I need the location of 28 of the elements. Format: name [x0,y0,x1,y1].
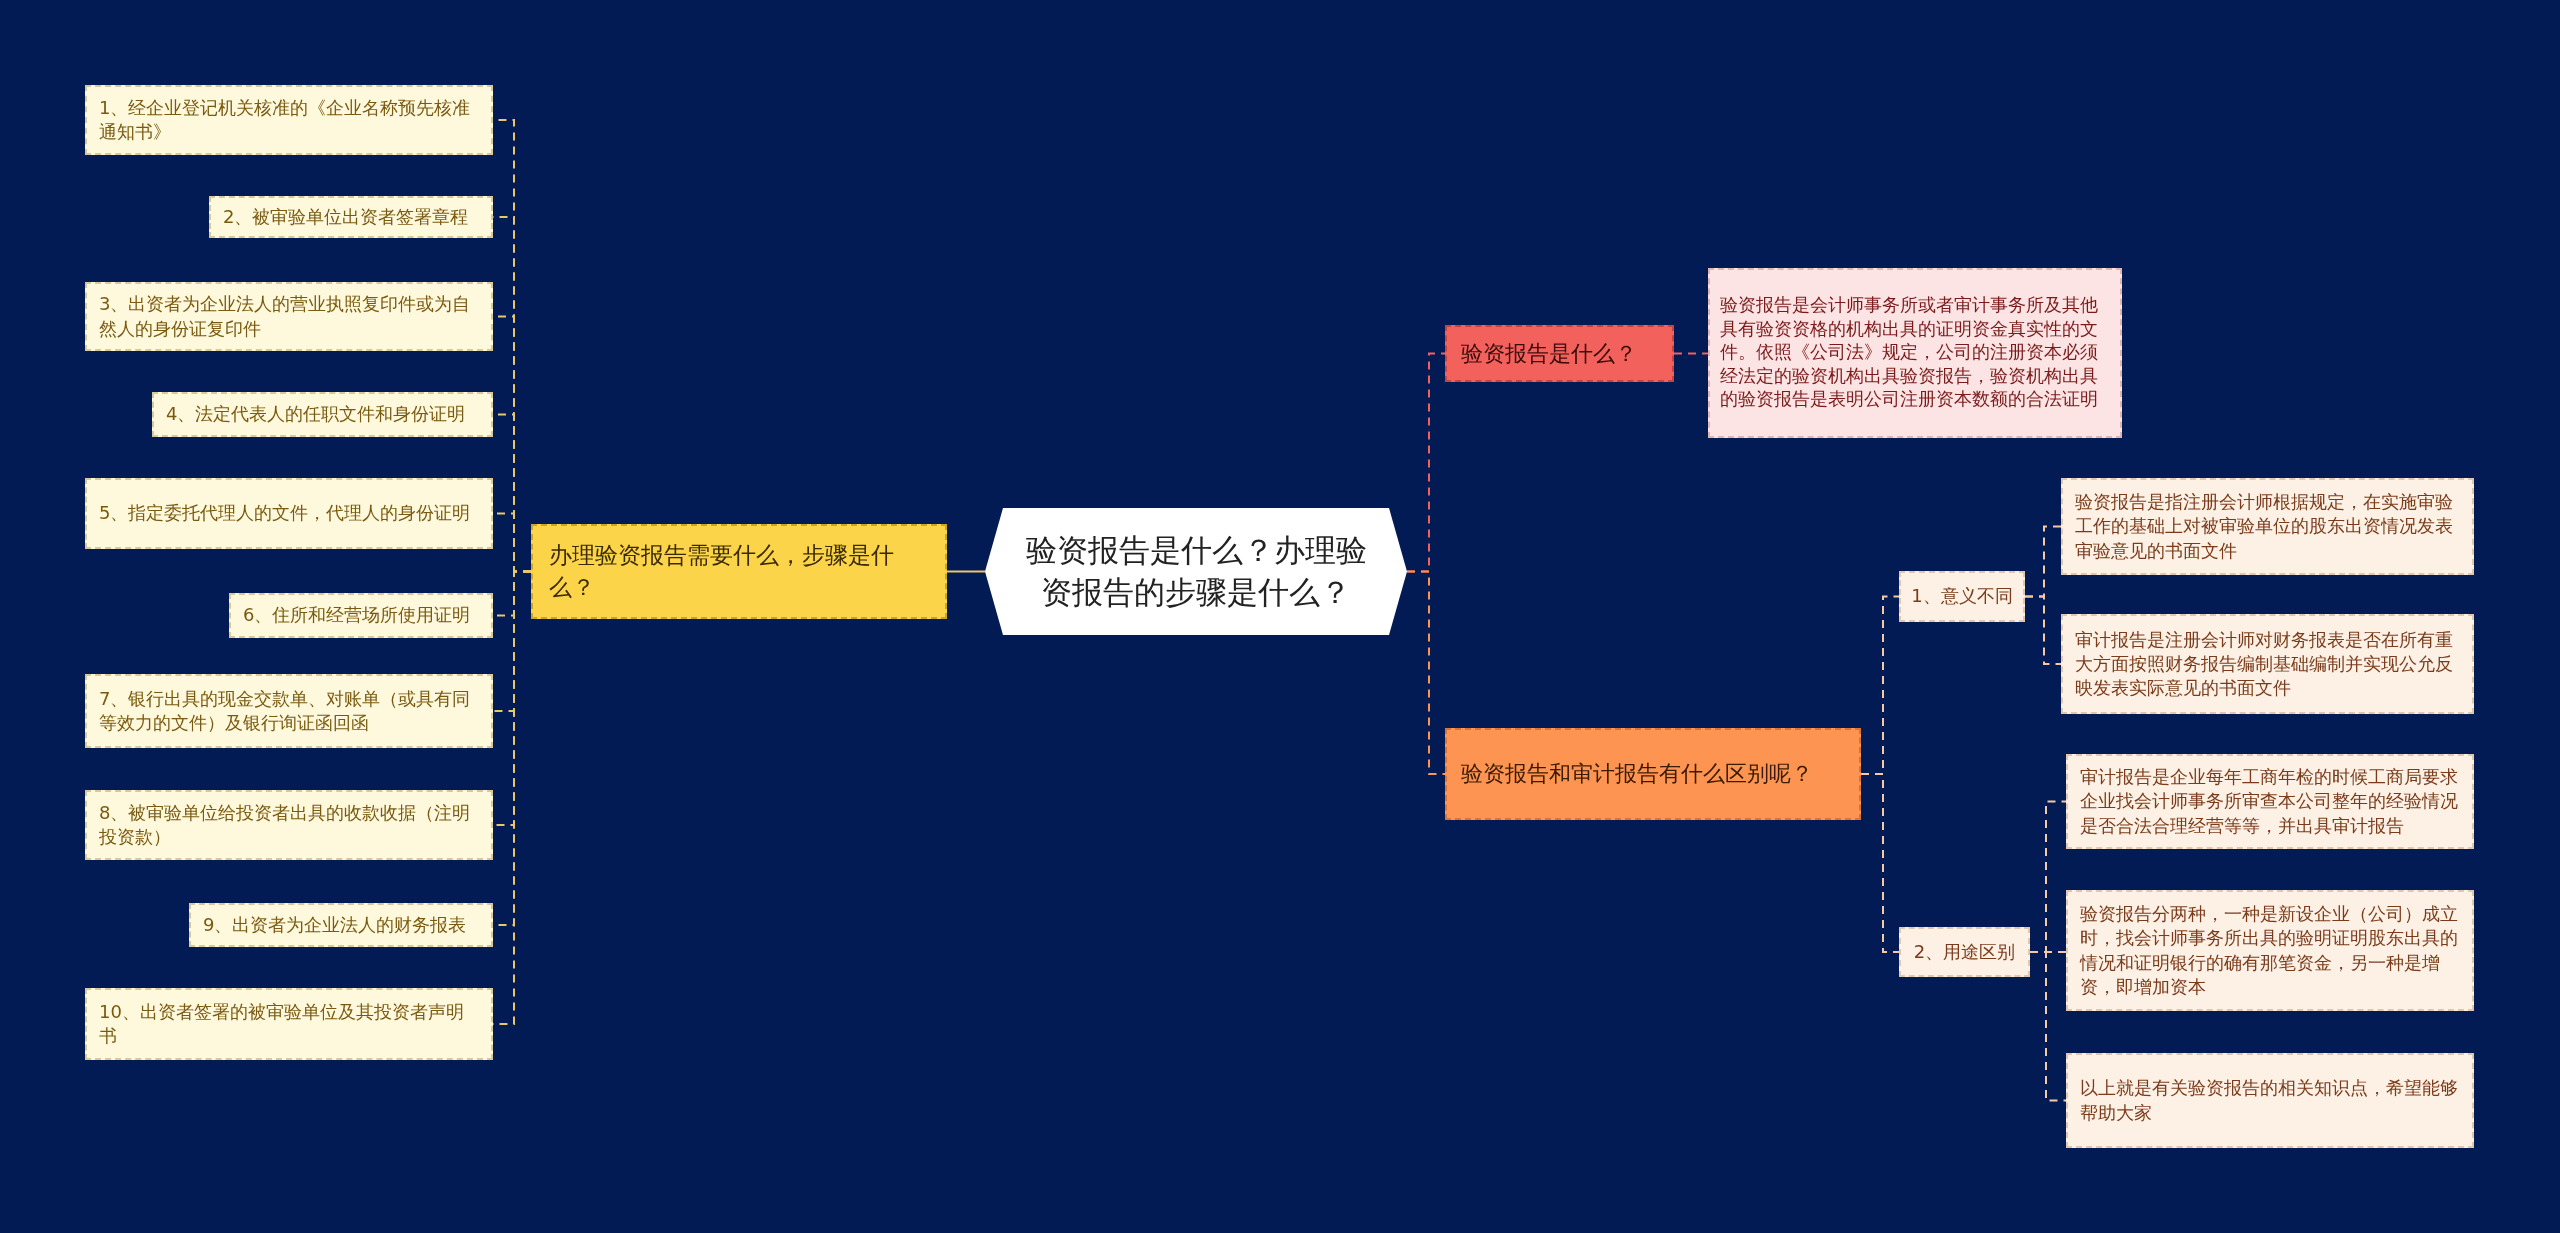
subtopic-box: 1、意义不同 [1899,571,2025,622]
leaf-box: 验资报告是会计师事务所或者审计事务所及其他具有验资资格的机构出具的证明资金真实性的文件。依照《公司法》规定，公司的注册资本必须经法定的验资机构出具验资报告，验资机构出具的验资报告是表明公司注册资本数额的合法证明 [1708,268,2122,438]
leaf-box: 7、银行出具的现金交款单、对账单（或具有同等效力的文件）及银行询证函回函 [85,674,493,748]
leaf-box: 4、法定代表人的任职文件和身份证明 [152,392,493,437]
central-topic-hexagon: 验资报告是什么？办理验资报告的步骤是什么？ [985,508,1407,635]
connector-line [1406,570,1446,775]
leaf-box: 10、出资者签署的被审验单位及其投资者声明书 [85,988,493,1060]
leaf-box: 2、被审验单位出资者签署章程 [209,196,493,238]
leaf-box: 8、被审验单位给投资者出具的收款收据（注明投资款） [85,790,493,860]
topic-box: 验资报告和审计报告有什么区别呢？ [1445,728,1861,820]
connector-line [2029,951,2067,1102]
leaf-box: 1、经企业登记机关核准的《企业名称预先核准通知书》 [85,85,493,155]
leaf-box: 以上就是有关验资报告的相关知识点，希望能够帮助大家 [2066,1053,2474,1148]
connector-line [1673,352,1709,355]
topic-box: 验资报告是什么？ [1445,325,1674,382]
leaf-box: 9、出资者为企业法人的财务报表 [189,903,493,947]
topic-box: 办理验资报告需要什么，步骤是什么？ [531,524,947,619]
connector-line [946,570,986,573]
leaf-box: 3、出资者为企业法人的营业执照复印件或为自然人的身份证复印件 [85,282,493,351]
leaf-box: 6、住所和经营场所使用证明 [229,593,493,638]
subtopic-box: 2、用途区别 [1899,927,2030,977]
leaf-box: 验资报告是指注册会计师根据规定，在实施审验工作的基础上对被审验单位的股东出资情况发表审验意见的书面文件 [2061,478,2474,575]
connector-line [1860,773,1900,953]
leaf-box: 5、指定委托代理人的文件，代理人的身份证明 [85,478,493,549]
leaf-box: 审计报告是企业每年工商年检的时候工商局要求企业找会计师事务所审查本公司整年的经验情况是否合法合理经营等等，并出具审计报告 [2066,754,2474,849]
connector-line [2024,595,2062,665]
leaf-box: 审计报告是注册会计师对财务报表是否在所有重大方面按照财务报告编制基础编制并实现公允反映发表实际意见的书面文件 [2061,614,2474,714]
leaf-box: 验资报告分两种，一种是新设企业（公司）成立时，找会计师事务所出具的验明证明股东出具的情况和证明银行的确有那笔资金，另一种是增资，即增加资本 [2066,890,2474,1011]
